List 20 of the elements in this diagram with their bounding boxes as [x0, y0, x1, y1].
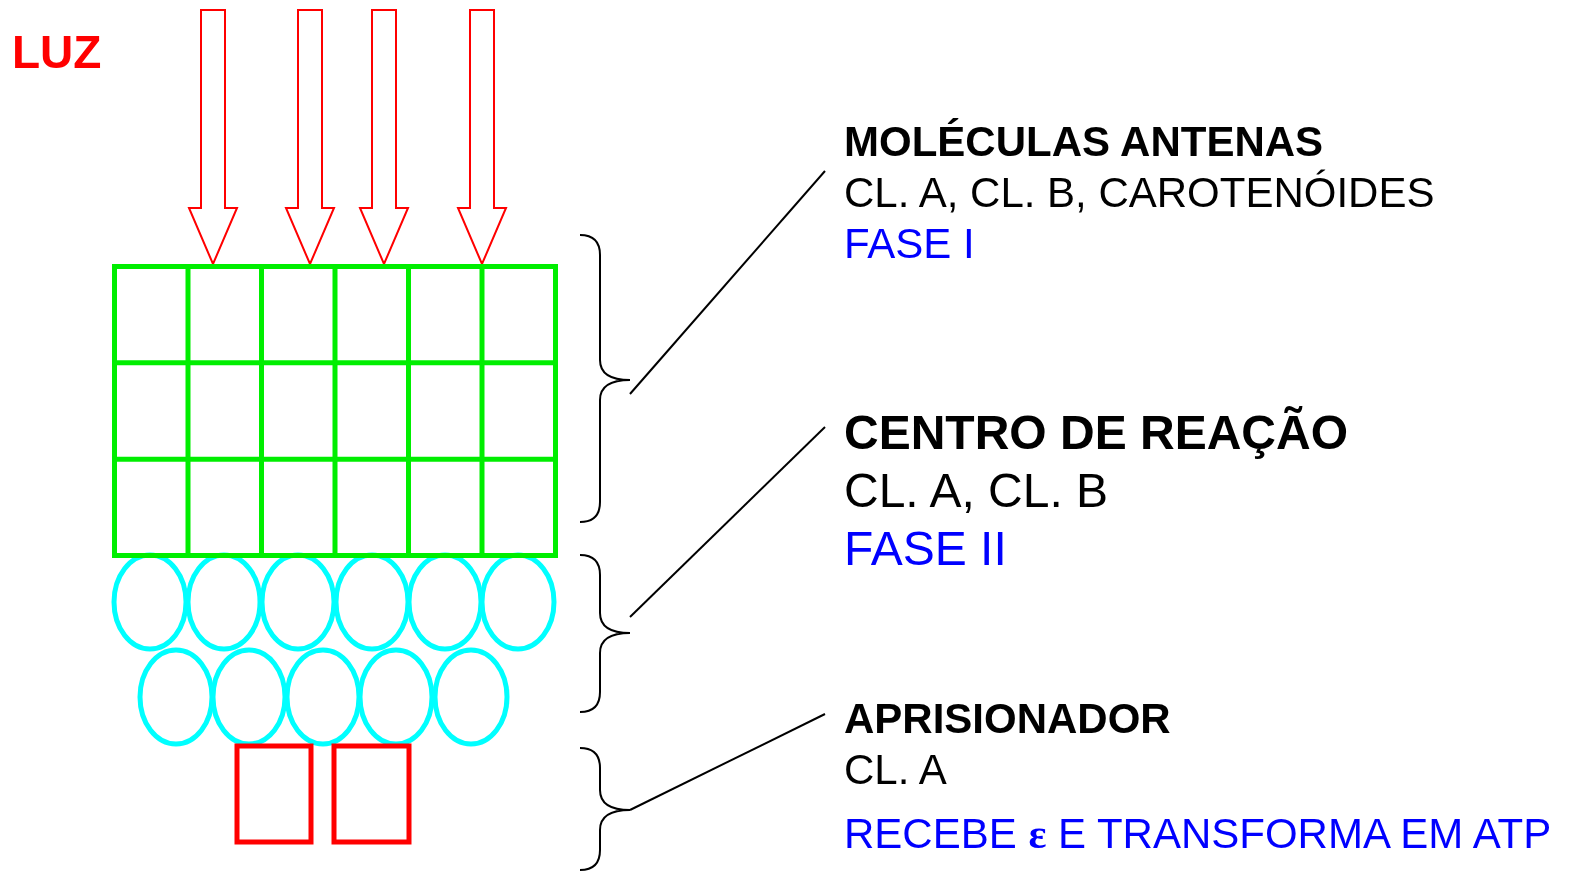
leader-line	[629, 713, 826, 811]
curly-bracket	[579, 747, 631, 871]
node-heading: APRISIONADOR	[844, 694, 1171, 744]
node-text: CL. A, CL. B, CAROTENÓIDES	[844, 168, 1435, 218]
node-heading: CENTRO DE REAÇÃO	[844, 405, 1349, 461]
node-heading: MOLÉCULAS ANTENAS	[844, 117, 1324, 167]
arrow	[358, 9, 410, 267]
arrow	[456, 9, 508, 267]
phase-label: FASE I	[844, 219, 975, 269]
phase-label: RECEBE ε E TRANSFORMA EM ATP	[844, 809, 1552, 859]
light-label: LUZ	[12, 27, 102, 77]
node-text: CL. A, CL. B	[844, 463, 1109, 519]
arrow	[284, 9, 336, 267]
leader-line	[629, 170, 826, 395]
phase-label: FASE II	[844, 521, 1007, 577]
node-text: CL. A	[844, 745, 947, 795]
curly-bracket	[579, 234, 631, 523]
leader-line	[629, 426, 826, 618]
curly-bracket	[579, 554, 631, 713]
arrow	[187, 9, 239, 267]
